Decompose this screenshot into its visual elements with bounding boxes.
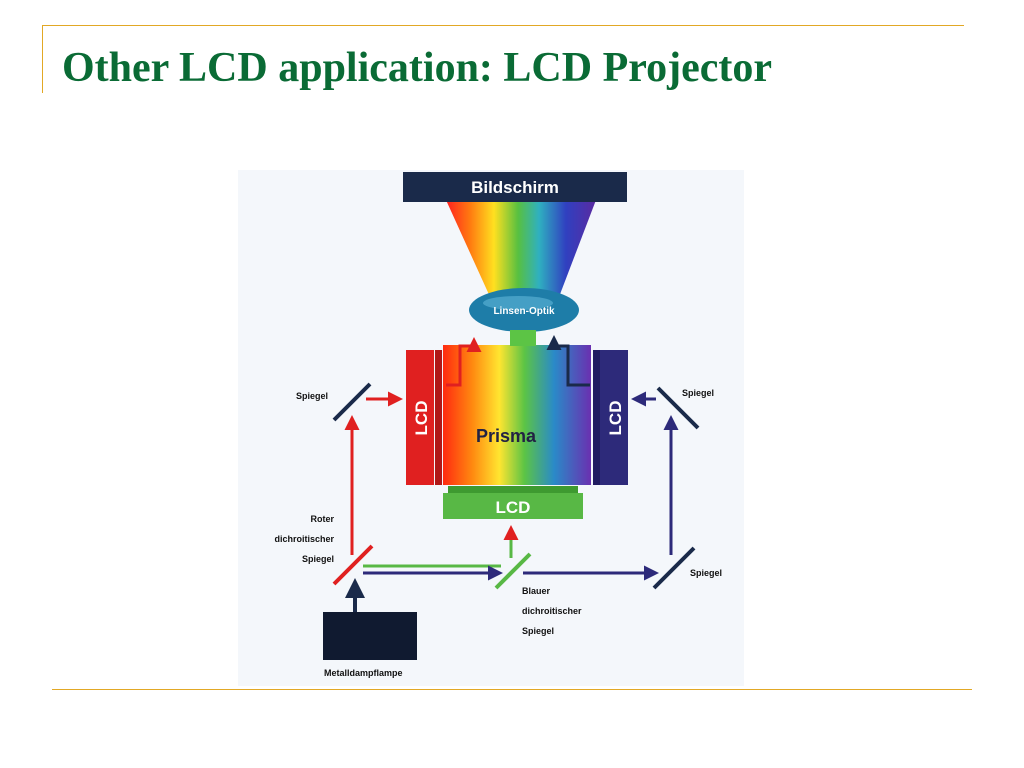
lamp-label: Metalldampflampe (324, 668, 403, 678)
lcd-green-label: LCD (496, 498, 531, 517)
screen-label: Bildschirm (471, 178, 559, 197)
projected-light-cone (446, 200, 596, 310)
red-light-to-lens (446, 337, 482, 387)
frame-line-left (42, 25, 43, 93)
mirror-left-label: Spiegel (296, 391, 328, 401)
prism (443, 345, 591, 485)
slide-title: Other LCD application: LCD Projector (62, 45, 773, 91)
lcd-blue-panel: LCD (593, 350, 628, 485)
prism-label: Prisma (476, 426, 537, 446)
lcd-red-panel: LCD (406, 350, 442, 485)
mirror-right-top-label: Spiegel (682, 388, 714, 398)
red-dichroic-label-line-1: Roter (310, 514, 334, 524)
lamp (323, 612, 417, 660)
frame-line-bottom (52, 689, 972, 690)
lcd-green-panel: LCD (443, 486, 583, 519)
screen-bar: Bildschirm (403, 172, 627, 202)
mirror-right-bottom (652, 546, 696, 590)
lcd-red-label: LCD (412, 401, 431, 436)
blue-dichroic-label-line-3: Spiegel (522, 626, 554, 636)
light-column-to-lens (510, 330, 536, 346)
blue-light-to-lens (546, 335, 590, 387)
red-dichroic-mirror (332, 544, 374, 586)
mirror-left (332, 382, 372, 422)
lcd-projector-diagram: Bildschirm Linsen-Optik Prisma LCD LCD L… (238, 170, 744, 686)
mirror-right-bottom-label: Spiegel (690, 568, 722, 578)
blue-dichroic-label-line-2: dichroitischer (522, 606, 582, 616)
red-dichroic-label-line-3: Spiegel (302, 554, 334, 564)
red-dichroic-label-line-2: dichroitischer (274, 534, 334, 544)
frame-line-top (42, 25, 964, 26)
lens-optics: Linsen-Optik (469, 288, 579, 332)
lens-label: Linsen-Optik (493, 306, 555, 317)
blue-dichroic-mirror (494, 552, 532, 590)
lcd-blue-label: LCD (606, 401, 625, 436)
mirror-right-top (656, 386, 700, 430)
blue-dichroic-label-line-1: Blauer (522, 586, 551, 596)
